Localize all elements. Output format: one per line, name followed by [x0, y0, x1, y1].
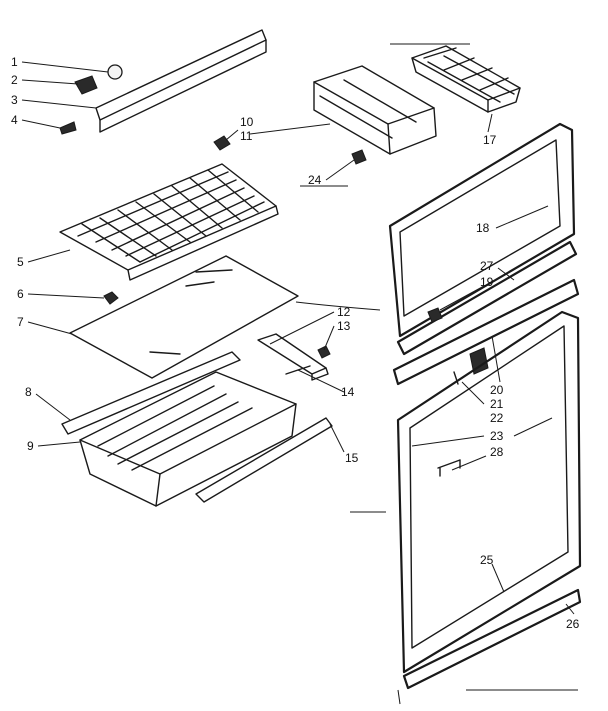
callout-15: 15 — [345, 451, 359, 465]
crisper-cover-rail — [61, 351, 241, 435]
top-trim-strip — [95, 29, 267, 133]
freezer-door-gasket — [388, 122, 576, 338]
divider-rail — [392, 278, 580, 386]
bracket-24 — [351, 149, 367, 165]
callout-25: 25 — [480, 553, 494, 567]
cap — [74, 75, 98, 95]
callout-6: 6 — [17, 287, 24, 301]
callout-23: 23 — [490, 429, 504, 443]
callout-2: 2 — [11, 73, 18, 87]
freezer-door-trim — [396, 240, 578, 356]
callout-4: 4 — [11, 113, 18, 127]
callout-27: 27 — [480, 259, 494, 273]
fresh-food-door-gasket — [396, 310, 582, 674]
support-brace — [257, 333, 331, 381]
callout-11: 11 — [240, 129, 253, 143]
callout-28: 28 — [490, 445, 504, 459]
wire-shelf — [59, 163, 279, 281]
clip-6 — [103, 291, 119, 305]
callout-14: 14 — [341, 385, 355, 399]
crisper-pan — [79, 371, 297, 507]
callout-1: 1 — [11, 55, 18, 69]
leader-lines — [21, 61, 575, 615]
callout-20: 20 — [490, 383, 504, 397]
callout-8: 8 — [25, 385, 32, 399]
hinge — [453, 347, 489, 385]
glass-shelf — [69, 255, 299, 379]
callout-3: 3 — [11, 93, 18, 107]
callout-5: 5 — [17, 255, 24, 269]
callout-18: 18 — [476, 221, 490, 235]
callout-7: 7 — [17, 315, 24, 329]
callout-21: 21 — [490, 397, 504, 411]
wire-basket — [313, 65, 437, 155]
callout-9: 9 — [27, 439, 34, 453]
knob — [107, 64, 123, 80]
callout-26: 26 — [566, 617, 580, 631]
callout-10: 10 — [240, 115, 254, 129]
callout-17: 17 — [483, 133, 497, 147]
callout-19: 19 — [480, 275, 494, 289]
screw-4 — [59, 121, 77, 135]
fresh-food-door-trim — [402, 588, 582, 690]
callout-24: 24 — [308, 173, 322, 187]
callout-13: 13 — [337, 319, 351, 333]
callout-12: 12 — [337, 305, 351, 319]
callout-22: 22 — [490, 411, 504, 425]
slide-rail — [195, 417, 333, 503]
ice-tray — [411, 45, 521, 113]
